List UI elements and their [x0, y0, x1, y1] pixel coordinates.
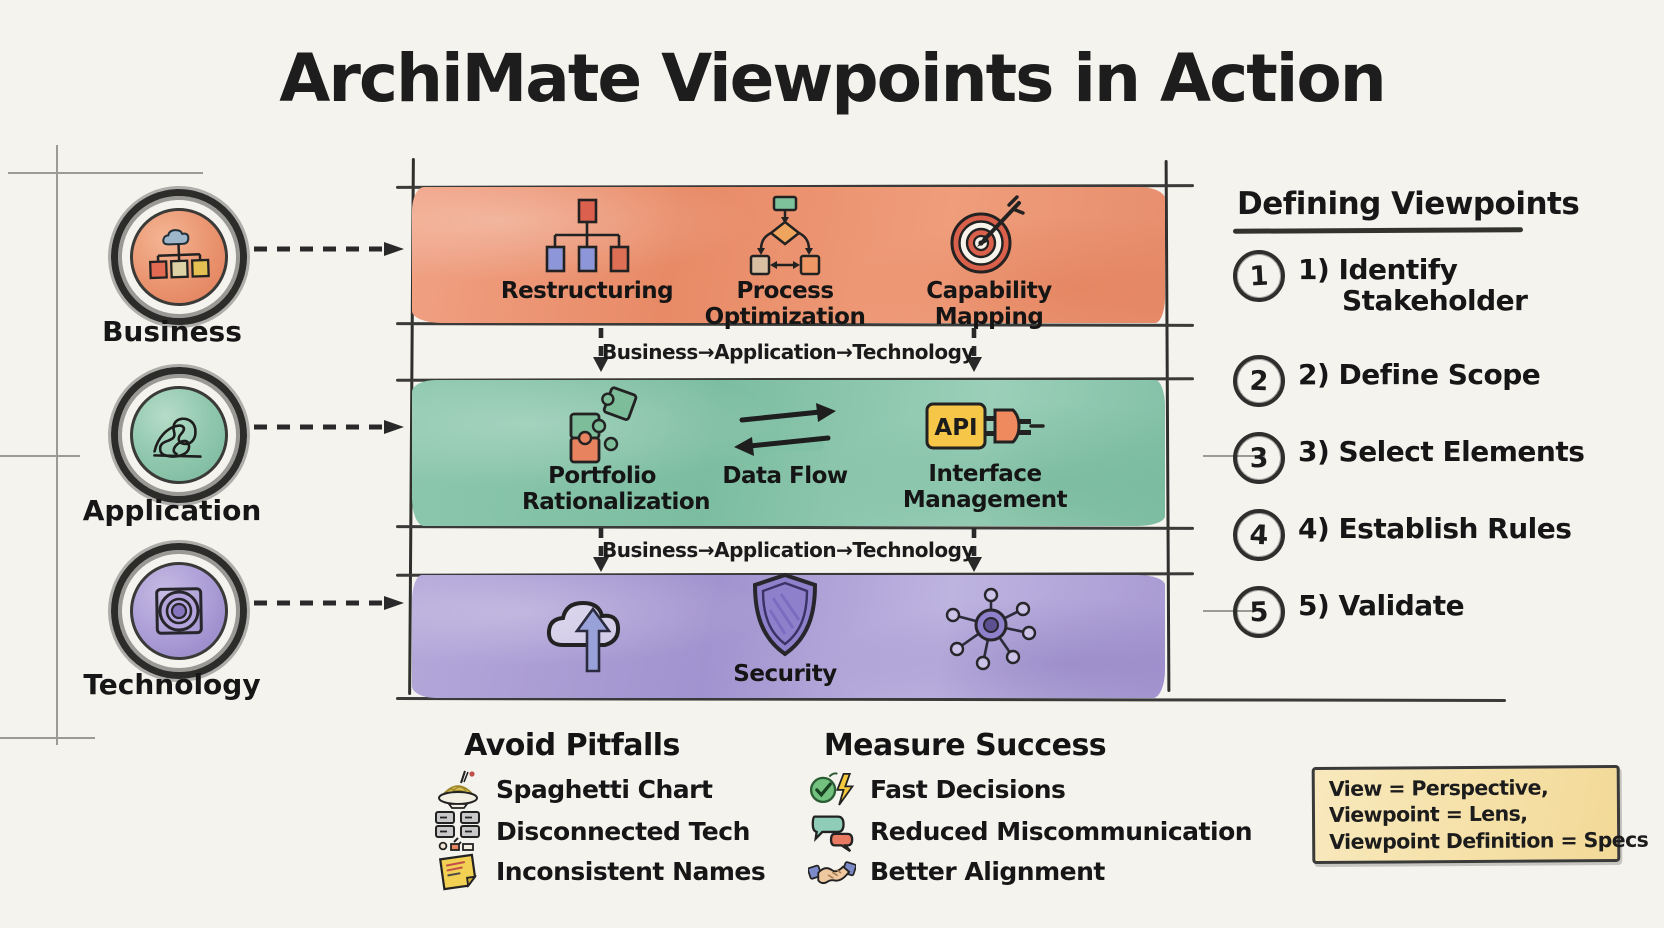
lens-icon — [155, 587, 203, 635]
guide-line-bottom-left — [0, 737, 95, 739]
step-number-badge: 1 — [1231, 248, 1287, 304]
technology-dashed-arrow — [254, 596, 404, 610]
flowchart-icon — [749, 195, 821, 276]
step-label: 2) Define Scope — [1298, 358, 1541, 391]
business-layer-badge — [108, 186, 250, 328]
note-line-3: Viewpoint Definition = Specs — [1329, 827, 1649, 854]
business-dashed-arrow — [254, 242, 404, 256]
pitfall-item-disconnected-tech: Disconnected Tech — [434, 808, 750, 854]
definition-note: View = Perspective, Viewpoint = Lens, Vi… — [1311, 764, 1649, 865]
band-item-label: Data Flow — [722, 463, 848, 489]
speech-bubbles-icon — [808, 808, 856, 854]
note-line-1: View = Perspective, — [1328, 774, 1549, 801]
business-layer-label: Business — [102, 315, 242, 348]
step-label: 3) Select Elements — [1298, 435, 1585, 468]
band-item-security: Security — [670, 570, 900, 688]
target-icon — [950, 195, 1025, 274]
pitfall-label: Disconnected Tech — [496, 816, 750, 846]
step-number-badge: 3 — [1232, 431, 1286, 485]
application-dashed-arrow — [254, 420, 404, 434]
connector-dashed-arrow-left — [593, 328, 609, 372]
band-item-restructuring: Restructuring — [472, 197, 702, 305]
puzzle-icon — [569, 386, 638, 464]
band-item-label: Security — [733, 661, 837, 687]
guide-line-mid-right — [1203, 455, 1265, 457]
api-plug-icon: API — [925, 402, 1045, 450]
pitfall-item-spaghetti-chart: Spaghetti Chart — [434, 766, 713, 812]
guide-line-vertical-left — [56, 145, 58, 745]
success-label: Fast Decisions — [870, 774, 1066, 804]
technology-layer-badge — [109, 541, 249, 681]
check-bolt-icon — [808, 766, 856, 812]
success-label: Reduced Miscommunication — [870, 816, 1253, 846]
pitfall-item-inconsistent-names: Inconsistent Names — [434, 848, 766, 894]
band-item-process-optimization: Process Optimization — [670, 195, 900, 331]
api-icon-text: API — [934, 415, 977, 441]
tangle-icon — [153, 417, 202, 458]
viewpoint-step-5: 5 5) Validate — [1232, 585, 1465, 639]
pitfall-label: Inconsistent Names — [496, 856, 766, 886]
band-item-network — [876, 585, 1106, 675]
spaghetti-icon — [434, 766, 482, 812]
connector-dashed-arrow-right-2 — [966, 528, 982, 572]
note-line-2: Viewpoint = Lens, — [1328, 801, 1528, 828]
technology-layer-label: Technology — [83, 668, 261, 701]
sticky-note-icon — [434, 848, 482, 894]
viewpoint-step-2: 2 2) Define Scope — [1232, 354, 1541, 408]
guide-line-mid-left — [0, 455, 80, 457]
step-number-badge: 4 — [1231, 507, 1287, 563]
org-chart-icon — [148, 229, 210, 280]
band-item-portfolio-rationalization: Portfolio Rationalization — [487, 386, 717, 516]
application-band: Portfolio Rationalization Data Flow API — [412, 380, 1165, 526]
viewpoint-step-1: 1 1) Identify Stakeholder — [1231, 248, 1547, 318]
viewpoint-step-3: 3 3) Select Elements — [1232, 431, 1585, 485]
connector-dashed-arrow-right — [966, 328, 982, 372]
defining-viewpoints-title: Defining Viewpoints — [1237, 186, 1580, 222]
band-item-data-flow: Data Flow — [670, 398, 900, 490]
band-frame-right-line — [1164, 159, 1171, 693]
band-item-label: Interface Management — [902, 461, 1068, 513]
step-label: 5) Validate — [1298, 589, 1465, 622]
business-band: Restructuring Process Optimization — [412, 187, 1165, 330]
network-icon — [945, 587, 1037, 671]
double-arrow-icon — [734, 403, 836, 456]
technology-band: Security — [412, 572, 1165, 698]
page-title: ArchiMate Viewpoints in Action — [279, 40, 1386, 117]
guide-line-lower-right — [1203, 610, 1253, 612]
business-layer-badge-fill — [128, 206, 230, 308]
step-label: 1) Identify Stakeholder — [1298, 253, 1528, 318]
band-item-cloud-deployment — [478, 583, 708, 679]
application-layer-badge-fill — [128, 384, 230, 486]
handshake-icon — [808, 848, 856, 894]
connector-dashed-arrow-left-2 — [593, 528, 609, 572]
servers-icon — [434, 808, 482, 854]
application-layer-badge — [109, 365, 249, 505]
band-item-label: Portfolio Rationalization — [522, 463, 711, 515]
shield-icon — [752, 572, 818, 657]
connector-label-1: Business→Application→Technology — [601, 340, 975, 364]
technology-layer-badge-fill — [129, 561, 229, 661]
measure-success-title: Measure Success — [823, 728, 1107, 763]
band-item-label: Restructuring — [500, 278, 674, 304]
guide-line-top-left — [8, 172, 203, 174]
band-item-label: Capability Mapping — [926, 278, 1052, 330]
success-item-reduced-miscommunication: Reduced Miscommunication — [808, 808, 1253, 854]
step-number-badge: 5 — [1232, 585, 1286, 639]
connector-label-2: Business→Application→Technology — [601, 538, 975, 562]
application-layer-label: Application — [82, 494, 262, 527]
band-item-interface-management: API Interface Management — [870, 392, 1100, 514]
viewpoint-step-4: 4 4) Establish Rules — [1231, 507, 1572, 563]
pitfall-label: Spaghetti Chart — [496, 774, 713, 804]
defining-viewpoints-underline — [1232, 227, 1524, 234]
success-item-better-alignment: Better Alignment — [808, 848, 1105, 894]
hierarchy-icon — [545, 198, 630, 273]
success-item-fast-decisions: Fast Decisions — [808, 766, 1066, 812]
step-number-badge: 2 — [1232, 354, 1286, 408]
success-label: Better Alignment — [870, 856, 1105, 886]
band-item-label: Process Optimization — [704, 278, 866, 330]
band-item-capability-mapping: Capability Mapping — [874, 195, 1104, 331]
step-label: 4) Establish Rules — [1298, 512, 1572, 545]
avoid-pitfalls-title: Avoid Pitfalls — [464, 728, 680, 763]
cloud-upload-icon — [546, 600, 621, 673]
